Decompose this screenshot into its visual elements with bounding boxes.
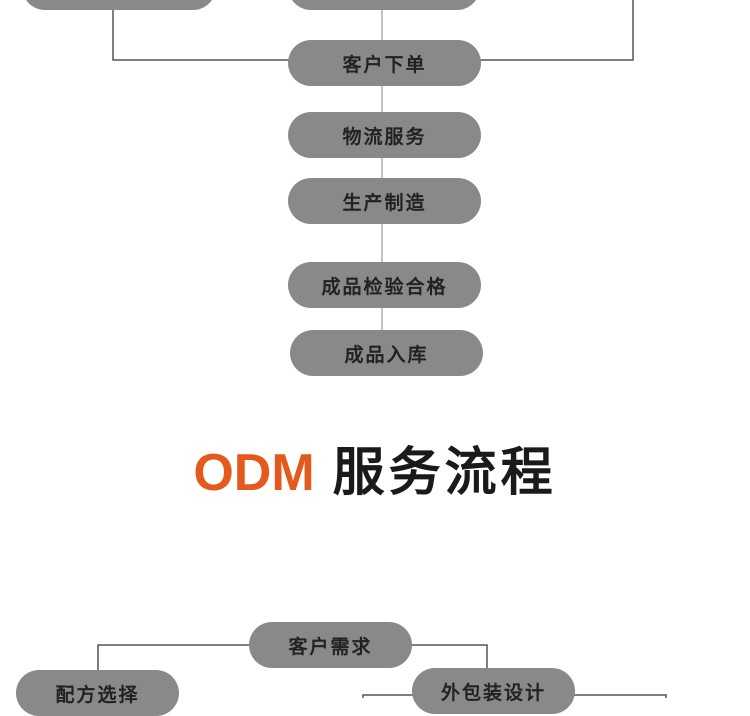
order-node: 客户下单 [288, 40, 481, 86]
packaging-design-label: 外包装设计 [440, 681, 546, 704]
inspection-label: 成品检验合格 [321, 275, 448, 298]
left-branch-connector [112, 0, 290, 61]
demand-to-formula-connector [97, 644, 250, 670]
manufacturing-label: 生产制造 [342, 191, 427, 214]
section-title: ODM 服务流程 [0, 440, 750, 506]
top-left-node [22, 0, 216, 10]
right-branch-connector [480, 0, 634, 61]
customer-demand-label: 客户需求 [288, 635, 373, 658]
customer-demand-node: 客户需求 [249, 622, 412, 668]
section-title-accent: ODM [193, 444, 315, 502]
packaging-design-node: 外包装设计 [412, 668, 575, 714]
formula-selection-label: 配方选择 [55, 683, 140, 706]
demand-to-packaging-connector [410, 644, 488, 670]
formula-selection-node: 配方选择 [16, 670, 179, 716]
warehousing-node: 成品入库 [290, 330, 483, 376]
manufacturing-node: 生产制造 [288, 178, 481, 224]
order-label: 客户下单 [342, 53, 427, 76]
warehousing-label: 成品入库 [344, 343, 429, 366]
logistics-node: 物流服务 [288, 112, 481, 158]
inspection-node: 成品检验合格 [288, 262, 481, 308]
top-center-node [288, 0, 480, 10]
logistics-label: 物流服务 [342, 125, 427, 148]
section-title-main: 服务流程 [332, 443, 557, 503]
